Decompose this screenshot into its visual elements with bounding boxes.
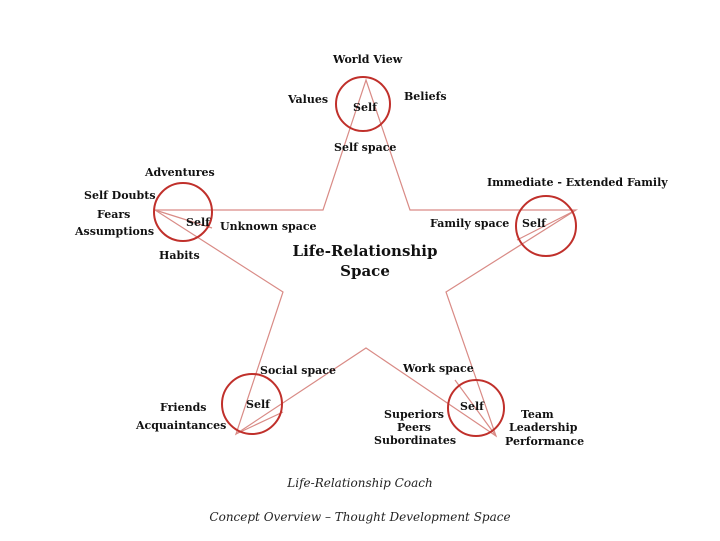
self-label-right: Self — [522, 217, 546, 230]
label-immediate-extended-family: Immediate - Extended Family — [487, 176, 668, 189]
self-circle-bottom-left — [221, 373, 283, 435]
label-habits: Habits — [159, 249, 200, 262]
spoke-line-left — [154, 209, 213, 229]
label-leadership: Leadership — [509, 421, 578, 434]
label-team: Team — [521, 408, 554, 421]
label-world-view: World View — [333, 53, 403, 66]
caption-subtitle: Concept Overview – Thought Development S… — [209, 510, 511, 524]
caption-title: Life-Relationship Coach — [287, 476, 433, 490]
self-circle-left — [153, 182, 213, 242]
label-acquaintances: Acquaintances — [136, 419, 227, 432]
self-label-top: Self — [353, 101, 377, 114]
label-beliefs: Beliefs — [404, 90, 447, 103]
label-fears: Fears — [97, 208, 131, 221]
label-family-space: Family space — [430, 217, 510, 230]
label-subordinates: Subordinates — [374, 434, 457, 447]
self-label-left: Self — [186, 216, 210, 229]
label-self-space: Self space — [334, 141, 397, 154]
self-label-bottom-left: Self — [246, 398, 270, 411]
label-work-space: Work space — [403, 362, 474, 375]
label-assumptions: Assumptions — [75, 225, 155, 238]
center-title-line2: Space — [340, 262, 390, 280]
label-self-doubts: Self Doubts — [84, 189, 156, 202]
spoke-line-bottom-left — [235, 411, 284, 435]
label-adventures: Adventures — [145, 166, 215, 179]
spoke-line-bottom-right — [454, 379, 497, 437]
center-title-line1: Life-Relationship — [292, 242, 438, 260]
label-friends: Friends — [160, 401, 207, 414]
label-superiors: Superiors — [384, 408, 444, 421]
label-social-space: Social space — [260, 364, 337, 377]
label-unknown-space: Unknown space — [220, 220, 317, 233]
center-title: Life-Relationship Space — [265, 241, 465, 281]
self-circle-bottom-right — [447, 379, 505, 437]
self-circle-right — [515, 195, 577, 257]
label-peers: Peers — [397, 421, 431, 434]
label-values: Values — [288, 93, 329, 106]
label-performance: Performance — [505, 435, 585, 448]
self-circle-top — [335, 76, 391, 132]
self-label-bottom-right: Self — [460, 400, 484, 413]
spoke-line-right — [516, 209, 577, 241]
